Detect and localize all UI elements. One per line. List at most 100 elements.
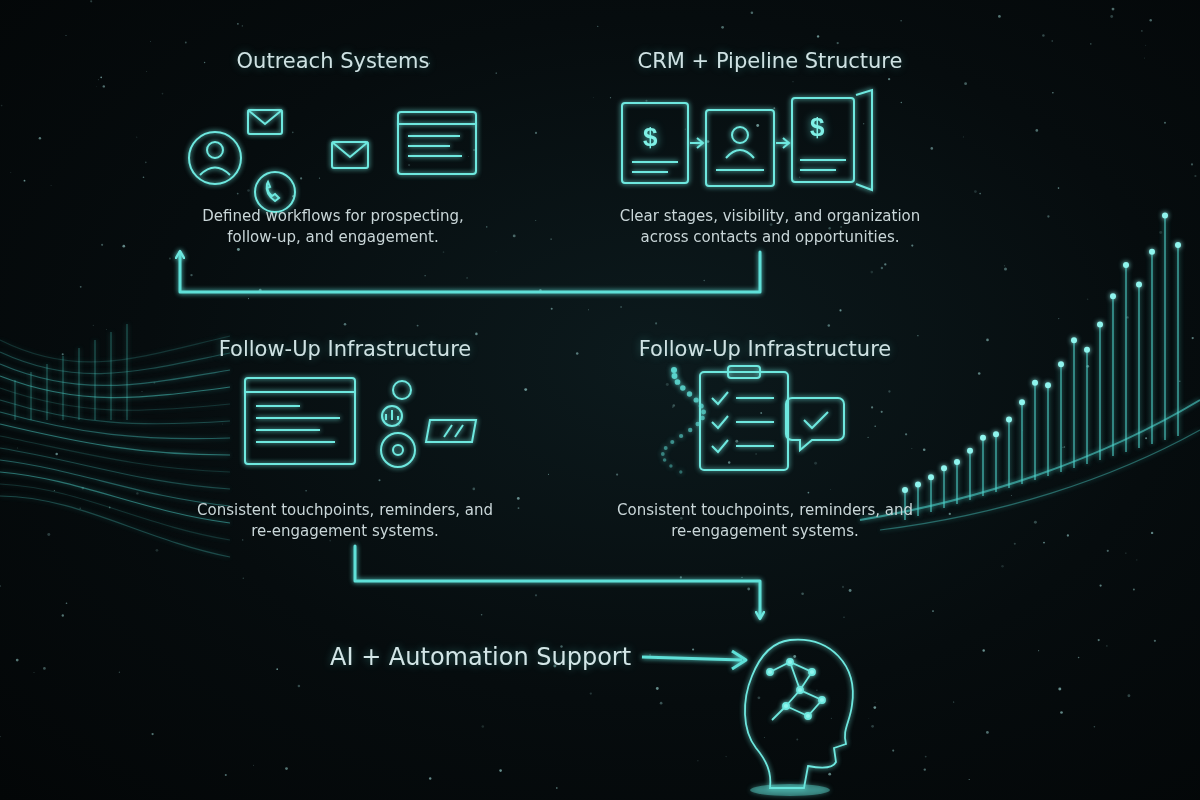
star-dot: [1078, 657, 1080, 659]
star-dot: [1145, 44, 1147, 46]
window-icon: [398, 112, 476, 174]
star-dot: [905, 433, 907, 435]
flow-line: [0, 412, 230, 439]
bar-line: [63, 356, 64, 420]
system-panel: Follow-Up InfrastructureConsistent touch…: [590, 336, 940, 542]
star-dot: [1011, 495, 1012, 496]
bar-line: [47, 364, 48, 420]
window-lines: [398, 124, 476, 156]
star-dot: [496, 72, 497, 73]
star-dot: [1034, 521, 1037, 524]
star-dot: [190, 274, 192, 276]
star-dot: [817, 35, 819, 37]
star-dot: [237, 193, 239, 195]
star-dot: [237, 23, 239, 25]
star-dot: [923, 449, 926, 452]
star-dot: [1004, 265, 1005, 266]
envelope-icon: [248, 110, 282, 134]
card-arrow: [690, 138, 703, 148]
star-dot: [1058, 318, 1059, 319]
star-dot: [978, 372, 981, 375]
star-dot: [982, 649, 984, 651]
bead: [679, 470, 682, 473]
star-dot: [242, 539, 243, 540]
star-dot: [495, 251, 497, 253]
bar-line: [95, 340, 96, 420]
star-dot: [998, 15, 1001, 18]
reengage-core: [393, 445, 403, 455]
flow-line: [0, 336, 230, 362]
person-body: [200, 168, 230, 176]
bead: [670, 440, 674, 444]
star-dot: [842, 586, 844, 588]
star-dot: [185, 42, 187, 44]
star-dot: [243, 578, 244, 579]
panel-heading: Follow-Up Infrastructure: [160, 336, 530, 362]
bar-dot: [1045, 382, 1051, 388]
star-dot: [141, 391, 143, 393]
bar-dot: [1175, 242, 1181, 248]
bar-line: [969, 451, 971, 500]
star-dot: [62, 353, 64, 355]
star-dot: [868, 718, 870, 720]
star-dot: [475, 333, 478, 336]
star-dot: [873, 706, 876, 709]
star-dot: [0, 736, 1, 737]
contact-body: [726, 150, 754, 158]
bar-line: [1060, 364, 1062, 472]
star-dot: [1099, 584, 1101, 586]
star-dot: [1141, 30, 1142, 31]
envelope-flap: [248, 110, 282, 124]
icon-area: [160, 74, 506, 192]
star-dot: [728, 461, 730, 463]
followup-left-icons: [245, 378, 476, 467]
star-dot: [43, 667, 46, 670]
star-dot: [796, 739, 798, 741]
star-dot: [801, 592, 804, 595]
star-dot: [472, 488, 475, 491]
star-dot: [50, 185, 51, 186]
star-dot: [911, 448, 913, 450]
star-dot: [417, 325, 419, 327]
star-dot: [1042, 34, 1044, 36]
star-dot: [518, 507, 520, 509]
bar-line: [1021, 402, 1023, 484]
bar-dot: [1097, 322, 1103, 328]
star-dot: [248, 298, 249, 299]
star-dot: [122, 245, 125, 248]
star-dot: [17, 447, 19, 449]
star-dot: [755, 453, 757, 455]
bead: [661, 452, 665, 456]
bar-dot: [980, 435, 986, 441]
star-dot: [1107, 550, 1109, 552]
star-dot: [1159, 231, 1162, 234]
flow-connector: [355, 546, 760, 618]
pipeline-card: [622, 103, 688, 183]
bar-dot: [1058, 361, 1064, 367]
star-dot: [969, 779, 970, 780]
star-dot: [62, 614, 64, 616]
bead: [679, 434, 683, 438]
star-dot: [816, 690, 817, 691]
flow-connector: [180, 252, 760, 292]
flow-line: [0, 472, 230, 523]
card-arrow: [776, 138, 789, 148]
star-dot: [1136, 559, 1137, 560]
phone-handset: [267, 182, 279, 201]
star-dot: [725, 756, 726, 757]
tag-icon: [426, 420, 476, 442]
star-dot: [1001, 565, 1004, 568]
star-dot: [808, 492, 810, 494]
bar-dot: [1162, 213, 1168, 219]
star-dot: [645, 100, 647, 102]
star-dot: [1191, 163, 1193, 165]
bead: [688, 428, 692, 432]
star-dot: [828, 773, 831, 776]
star-dot: [747, 588, 750, 591]
flow-lines: [0, 336, 1200, 557]
star-dot: [721, 26, 724, 29]
star-dot: [47, 533, 50, 536]
star-dot: [925, 756, 927, 758]
star-dot: [1145, 437, 1147, 439]
